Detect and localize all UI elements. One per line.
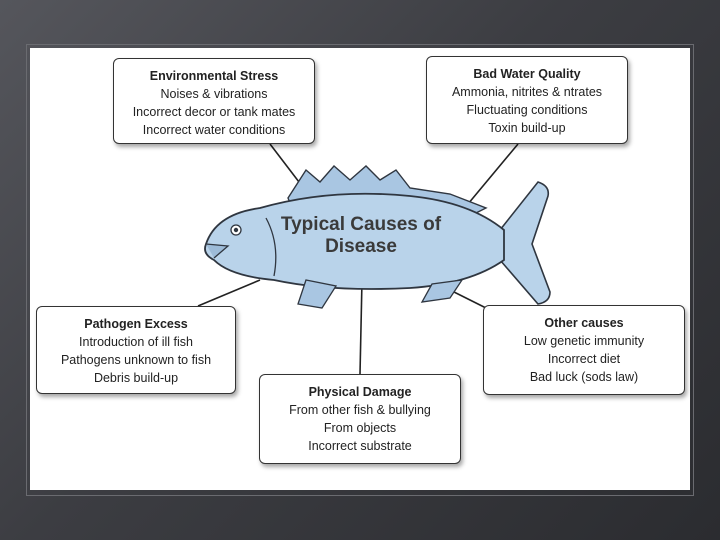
connector-pathogen bbox=[197, 279, 261, 307]
environmental-stress-box: Environmental Stress Noises & vibrations… bbox=[113, 58, 315, 144]
connector-physical bbox=[359, 279, 363, 375]
fish-pupil bbox=[233, 227, 239, 233]
fish-body bbox=[204, 192, 505, 290]
box-item: Debris build-up bbox=[93, 371, 179, 385]
fish-anal-fin bbox=[420, 279, 464, 303]
box-item: Toxin build-up bbox=[488, 121, 566, 135]
physical-damage-box: Physical Damage From other fish & bullyi… bbox=[259, 374, 461, 464]
fish-mouth bbox=[205, 243, 230, 259]
other-causes-box: Other causes Low genetic immunity Incorr… bbox=[483, 305, 685, 395]
fish-gill bbox=[265, 217, 277, 277]
fish-tail bbox=[499, 181, 551, 305]
box-title: Bad Water Quality bbox=[473, 67, 581, 81]
center-label: Typical Causes of Disease bbox=[280, 214, 442, 257]
diagram-panel: Typical Causes of Disease Environmental … bbox=[30, 48, 690, 490]
box-item: Noises & vibrations bbox=[160, 87, 268, 101]
box-item: Incorrect decor or tank mates bbox=[132, 105, 296, 119]
box-title: Physical Damage bbox=[308, 385, 412, 399]
slide-border bbox=[26, 44, 694, 496]
box-item: Bad luck (sods law) bbox=[529, 370, 639, 384]
pathogen-excess-box: Pathogen Excess Introduction of ill fish… bbox=[36, 306, 236, 394]
box-item: Low genetic immunity bbox=[523, 334, 645, 348]
box-item: Ammonia, nitrites & ntrates bbox=[451, 85, 603, 99]
fish-pelvic-fin bbox=[297, 279, 338, 309]
box-item: Incorrect substrate bbox=[308, 439, 412, 453]
box-item: From other fish & bullying bbox=[289, 403, 431, 417]
box-item: From objects bbox=[323, 421, 397, 435]
box-title: Environmental Stress bbox=[149, 69, 279, 83]
box-item: Fluctuating conditions bbox=[466, 103, 588, 117]
box-item: Pathogens unknown to fish bbox=[60, 353, 212, 367]
box-item: Introduction of ill fish bbox=[79, 335, 193, 349]
bad-water-quality-box: Bad Water Quality Ammonia, nitrites & nt… bbox=[426, 56, 628, 144]
box-item: Incorrect water conditions bbox=[142, 123, 286, 137]
box-title: Other causes bbox=[544, 316, 624, 330]
fish-illustration bbox=[197, 143, 551, 375]
box-item: Incorrect diet bbox=[547, 352, 621, 366]
box-title: Pathogen Excess bbox=[84, 317, 188, 331]
